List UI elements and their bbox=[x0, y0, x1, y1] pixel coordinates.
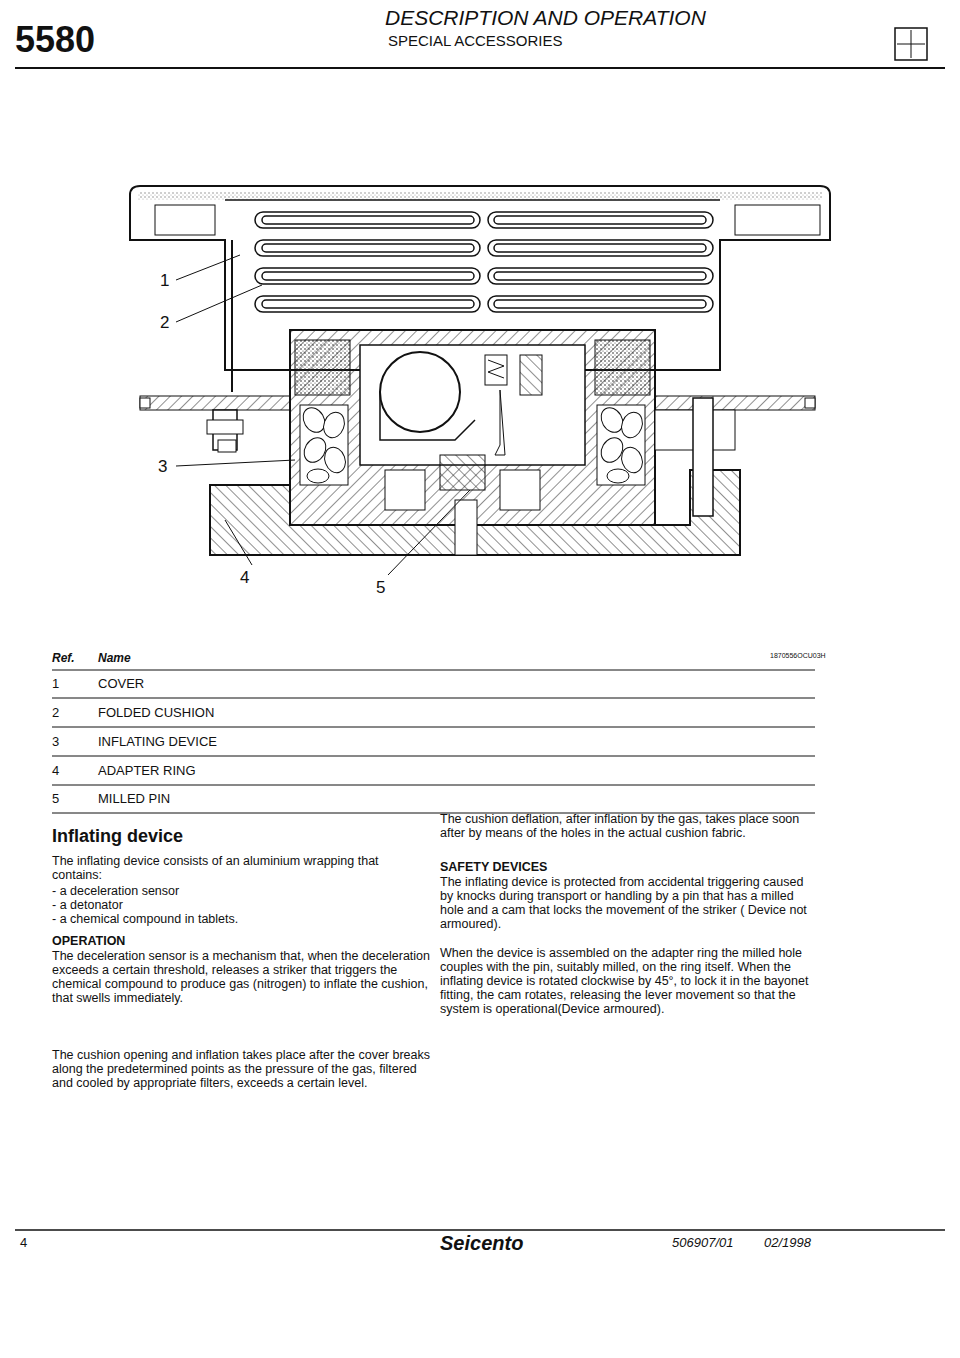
table-cell: ADAPTER RING bbox=[98, 764, 196, 779]
document-code: 506907/01 bbox=[672, 1236, 733, 1251]
list-item: - a detonator bbox=[52, 898, 430, 912]
body-text: When the device is assembled on the adap… bbox=[440, 946, 818, 1016]
body-text: The deceleration sensor is a mechanism t… bbox=[52, 949, 430, 1005]
body-text: The inflating device is protected from a… bbox=[440, 875, 818, 931]
table-cell: MILLED PIN bbox=[98, 792, 170, 807]
model-name: Seicento bbox=[440, 1232, 523, 1254]
subheading: SAFETY DEVICES bbox=[440, 860, 547, 874]
table-cell: 1 bbox=[52, 677, 59, 692]
body-text: The cushion opening and inflation takes … bbox=[52, 1048, 430, 1090]
section-number: 5580 bbox=[15, 20, 95, 60]
table-cell: COVER bbox=[98, 677, 144, 692]
table-header: Ref. bbox=[52, 652, 75, 665]
table-header: Name bbox=[98, 652, 131, 665]
list-item: - a deceleration sensor bbox=[52, 884, 430, 898]
callout-number: 4 bbox=[240, 568, 249, 587]
callout-number: 3 bbox=[158, 457, 167, 476]
page-title: DESCRIPTION AND OPERATION bbox=[385, 6, 706, 30]
document-date: 02/1998 bbox=[764, 1236, 811, 1251]
table-cell: FOLDED CUSHION bbox=[98, 706, 214, 721]
callout-number: 5 bbox=[376, 578, 385, 597]
body-text: The inflating device consists of an alum… bbox=[52, 854, 430, 882]
table-cell: INFLATING DEVICE bbox=[98, 735, 217, 750]
page-number: 4 bbox=[20, 1236, 27, 1251]
callout-number: 2 bbox=[160, 313, 169, 332]
section-subtitle: SPECIAL ACCESSORIES bbox=[388, 33, 563, 50]
callout-number: 1 bbox=[160, 271, 169, 290]
table-cell: 4 bbox=[52, 764, 59, 779]
subheading: OPERATION bbox=[52, 934, 125, 948]
section-heading: Inflating device bbox=[52, 826, 183, 846]
list-item: - a chemical compound in tablets. bbox=[52, 912, 430, 926]
table-cell: 5 bbox=[52, 792, 59, 807]
body-text: The cushion deflation, after inflation b… bbox=[440, 812, 818, 840]
figure-code: 1870556OCU03H bbox=[770, 652, 826, 660]
table-cell: 3 bbox=[52, 735, 59, 750]
table-cell: 2 bbox=[52, 706, 59, 721]
